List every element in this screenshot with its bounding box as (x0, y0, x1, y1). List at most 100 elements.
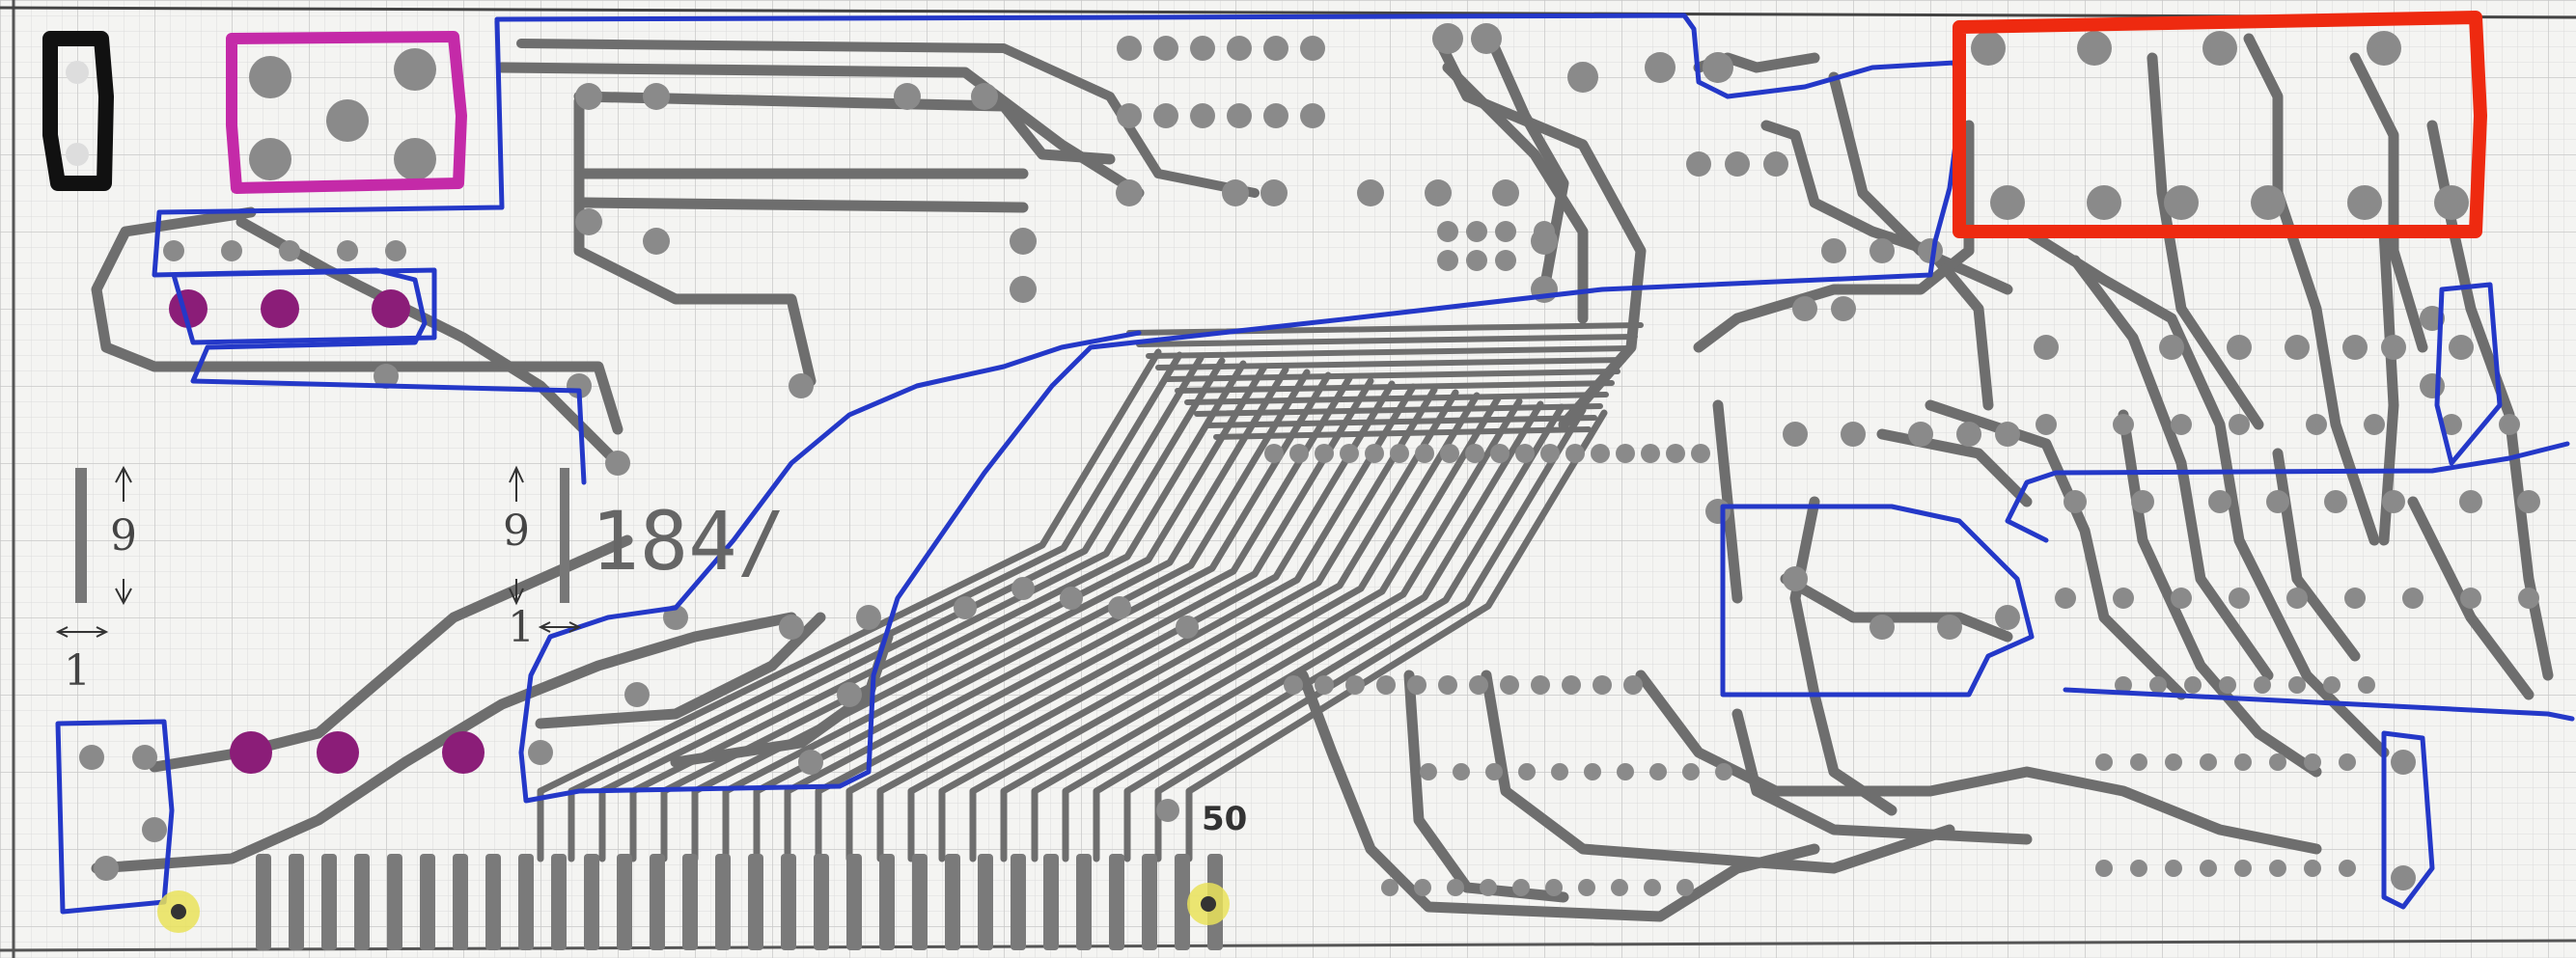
pad (163, 240, 184, 261)
pad (894, 83, 921, 110)
trace (1185, 409, 1608, 862)
pad (1414, 879, 1431, 896)
blue-outline-far-right (2005, 282, 2575, 910)
connector-finger (289, 854, 304, 950)
pad (2358, 676, 2375, 694)
trace (91, 612, 797, 874)
pad (643, 83, 670, 110)
connector-finger (518, 854, 534, 950)
connector-finger (1142, 854, 1157, 950)
pad (1437, 250, 1458, 271)
pad (2171, 414, 2192, 435)
pad (230, 731, 272, 774)
pad (372, 289, 410, 328)
connector-finger (912, 854, 928, 950)
pad (2087, 185, 2121, 220)
connector-finger (321, 854, 337, 950)
pad (2095, 753, 2113, 771)
pad (2036, 414, 2057, 435)
pad (2342, 335, 2368, 360)
pad (1315, 675, 1334, 695)
pad (394, 138, 436, 180)
pad (2113, 414, 2134, 435)
trace (1155, 357, 1626, 370)
pad (2234, 860, 2252, 877)
pad (1440, 444, 1459, 463)
magenta-outline (226, 31, 467, 194)
pad (2420, 373, 2445, 398)
pad (1831, 296, 1856, 321)
pad (337, 240, 358, 261)
pad (2251, 185, 2285, 220)
pad (1011, 577, 1035, 600)
pad (1611, 879, 1628, 896)
pad (1956, 422, 1981, 447)
trace (573, 91, 1116, 165)
pad (2517, 490, 2540, 513)
trace (1146, 345, 1632, 359)
trace (1062, 397, 1523, 862)
trace (845, 377, 1374, 862)
connector-finger (387, 854, 402, 950)
pad (221, 240, 242, 261)
pad (1545, 879, 1563, 896)
pad (1682, 763, 1700, 780)
pad (1010, 228, 1037, 255)
pad (2518, 588, 2539, 609)
pad (1616, 444, 1635, 463)
trace (1123, 403, 1565, 862)
pad (1485, 763, 1503, 780)
pad (2324, 490, 2347, 513)
pad (1390, 444, 1409, 463)
pad (1117, 36, 1142, 61)
trace (516, 39, 1260, 198)
pad (249, 56, 291, 98)
pad (1591, 444, 1610, 463)
pad (2269, 860, 2286, 877)
pad (1870, 615, 1895, 640)
pad (1495, 221, 1516, 242)
connector-finger (1043, 854, 1059, 950)
pad (1515, 444, 1535, 463)
pad (1315, 444, 1334, 463)
pad (2441, 414, 2462, 435)
pad (1686, 151, 1711, 177)
left-vertical-arrow (115, 465, 132, 606)
trace (1780, 573, 2013, 643)
trace (1165, 369, 1620, 382)
pad (2165, 860, 2182, 877)
red-outline (1953, 11, 2487, 238)
connector-finger (354, 854, 370, 950)
pad (1705, 499, 1731, 524)
trace (815, 374, 1353, 862)
left-horizontal-arrow (55, 626, 109, 638)
trace (2069, 255, 2274, 681)
pad (1540, 444, 1560, 463)
trace (2021, 226, 2390, 758)
pad (1666, 444, 1685, 463)
pad (2391, 865, 2416, 890)
connector-finger (650, 854, 665, 950)
pad (1357, 179, 1384, 206)
pad (1518, 763, 1536, 780)
pad (528, 740, 553, 765)
pad (1492, 179, 1519, 206)
pad (2064, 490, 2087, 513)
pad (779, 615, 804, 640)
pad (663, 605, 688, 630)
pad (2339, 860, 2356, 877)
pad (2382, 490, 2405, 513)
pad (1531, 675, 1550, 695)
connector-finger (846, 854, 862, 950)
pad (1469, 675, 1488, 695)
pad (1117, 103, 1142, 128)
pad (2034, 335, 2059, 360)
connector-finger (453, 854, 468, 950)
pad (1971, 31, 2006, 66)
pad (2055, 588, 2076, 609)
trace (1031, 395, 1502, 862)
pad (79, 745, 104, 770)
trace (537, 348, 1162, 862)
pad (971, 83, 998, 110)
